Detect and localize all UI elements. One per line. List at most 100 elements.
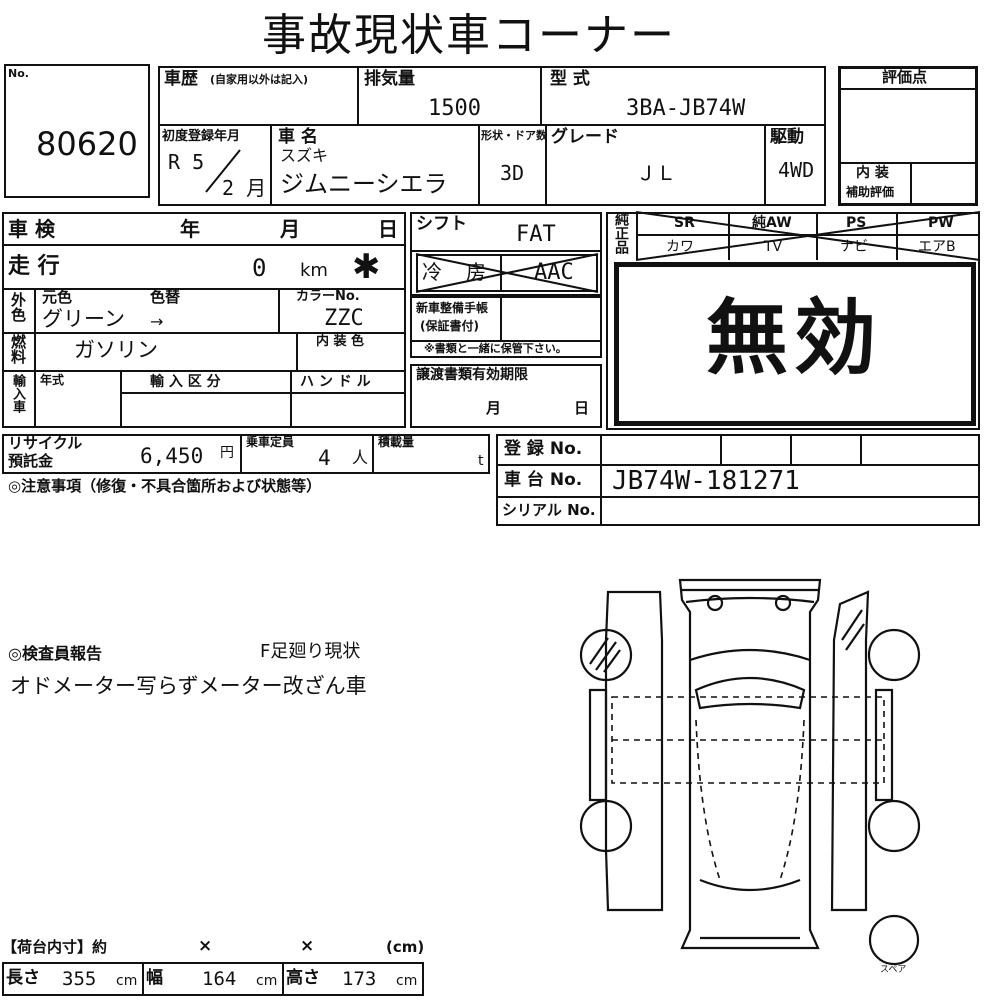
- first-reg-month: 2 月: [222, 176, 267, 200]
- aux-rating-label: 補助評価: [846, 185, 895, 199]
- cargo-width: 164: [202, 968, 237, 990]
- capacity-value: 4: [318, 446, 331, 470]
- interior-color-label: 内 装 色: [316, 334, 365, 349]
- rating-label: 評価点: [882, 68, 928, 86]
- orig-color-label: 元色: [42, 288, 73, 306]
- shift-box: [410, 212, 602, 296]
- cargo-label: 【荷台内寸】約: [2, 938, 108, 956]
- import-category-label: 輸 入 区 分: [150, 374, 221, 390]
- chassis-no-label: 車 台 No.: [504, 470, 583, 490]
- ac-label-heat: 房: [466, 260, 486, 284]
- capacity-label: 乗車定員: [246, 435, 295, 449]
- color-no-label: カラーNo.: [296, 289, 360, 304]
- recycle-label: リサイクル: [8, 434, 83, 452]
- equip-tv: TV: [764, 239, 783, 255]
- inspector-report: オドメーター写らずメーター改ざん車: [10, 674, 367, 698]
- maintenance-note: ※書類と一緒に保管下さい。: [424, 342, 567, 355]
- transfer-docs-month: 月: [486, 399, 502, 417]
- ac-value: AAC: [534, 260, 574, 285]
- transfer-docs-label: 譲渡書類有効期限: [416, 367, 528, 383]
- spare-label: スペア: [880, 965, 907, 975]
- model-label: 型 式: [550, 69, 590, 89]
- equip-airbag: エアB: [918, 239, 956, 255]
- recycle-value: 6,450: [140, 444, 204, 468]
- shift-value: FAT: [516, 222, 556, 247]
- lot-number-box: [4, 64, 150, 198]
- equip-ps: PS: [846, 215, 867, 231]
- cargo-width-unit: cm: [256, 973, 278, 989]
- car-maker: スズキ: [280, 146, 329, 165]
- cargo-height-unit: cm: [396, 973, 418, 989]
- displacement-label: 排気量: [364, 69, 415, 89]
- car-name-label: 車 名: [278, 127, 318, 147]
- cargo-times-1: ×: [198, 936, 213, 956]
- drive-label: 駆動: [770, 127, 804, 147]
- chassis-no-value: JB74W-181271: [612, 466, 800, 496]
- mileage-unit: km: [300, 260, 328, 281]
- inspection-label: 車 検: [8, 217, 55, 241]
- exterior-color-side-label: 外色: [9, 292, 27, 322]
- notes-label: ◎注意事項（修復・不具合箇所および状態等）: [8, 477, 322, 495]
- equipment-side-label: 純正品: [613, 212, 629, 254]
- import-year-label: 年式: [40, 373, 65, 387]
- color-change-label: 色替: [150, 288, 181, 306]
- grade-label: グレード: [551, 127, 619, 147]
- fuel-side-label: 燃料: [9, 334, 27, 364]
- exterior-color-value: グリーン: [42, 307, 125, 331]
- history-label: 車歴: [164, 69, 198, 89]
- load-label: 積載量: [378, 435, 415, 449]
- ac-label-cool: 冷: [422, 260, 442, 284]
- displacement-value: 1500: [428, 96, 481, 121]
- inspector-label: ◎検査員報告: [8, 644, 102, 663]
- capacity-unit: 人: [352, 448, 369, 467]
- maintenance-book-box: [410, 296, 602, 358]
- void-stamp-box: [614, 262, 976, 426]
- page-title: 事故現状車コーナー: [262, 10, 676, 61]
- history-note: (自家用以外は記入): [210, 73, 309, 86]
- model-value: 3BA-JB74W: [626, 96, 746, 121]
- inspection-month: 月: [280, 217, 300, 241]
- no-label: No.: [8, 67, 29, 80]
- cargo-length: 355: [62, 968, 97, 990]
- shift-label: シフト: [416, 214, 467, 234]
- handle-label: ハ ン ド ル: [300, 374, 371, 390]
- equip-sr: SR: [674, 215, 695, 231]
- inspection-day: 日: [378, 217, 398, 241]
- equip-leather: カワ: [666, 239, 694, 255]
- equip-alloy-wheels: 純AW: [752, 215, 792, 231]
- doors-value: 3D: [500, 161, 525, 185]
- cargo-length-label: 長さ: [6, 968, 40, 988]
- recycle-unit: 円: [220, 445, 234, 461]
- rating-box: [838, 66, 978, 206]
- grade-value: ＪＬ: [636, 161, 676, 185]
- maintenance-book-label: 新車整備手帳: [416, 301, 489, 315]
- mileage-label: 走 行: [8, 254, 60, 279]
- first-reg-era: R 5: [168, 150, 205, 174]
- mileage-value: 0: [252, 254, 267, 282]
- warranty-label: (保証書付): [420, 319, 479, 333]
- color-change-arrow: →: [150, 312, 164, 331]
- doors-label: 形状・ドア数: [481, 129, 547, 142]
- equip-navi: ナビ: [840, 239, 868, 255]
- cargo-length-unit: cm: [116, 973, 138, 989]
- serial-no-label: シリアル No.: [502, 501, 596, 519]
- interior-rating-label: 内 装: [856, 165, 889, 181]
- registration-table: [496, 434, 980, 526]
- car-name: ジムニーシエラ: [280, 170, 448, 198]
- lot-number: 80620: [36, 125, 138, 163]
- inspection-table: [2, 212, 406, 428]
- inspector-status: F足廻り現状: [260, 641, 361, 662]
- first-reg-label: 初度登録年月: [162, 129, 241, 144]
- mileage-mark: ✱: [352, 247, 381, 287]
- cargo-dimensions-table: [2, 962, 424, 996]
- cargo-unit: (cm): [386, 938, 425, 956]
- equip-pw: PW: [928, 215, 954, 231]
- fuel-value: ガソリン: [74, 338, 158, 362]
- cargo-width-label: 幅: [146, 968, 163, 988]
- void-stamp: 無効: [706, 291, 883, 386]
- cargo-height: 173: [342, 968, 377, 990]
- drive-value: 4WD: [778, 158, 815, 182]
- reg-no-label: 登 録 No.: [504, 439, 583, 459]
- transfer-docs-box: [410, 364, 602, 428]
- recycle-deposit-label: 預託金: [8, 452, 54, 470]
